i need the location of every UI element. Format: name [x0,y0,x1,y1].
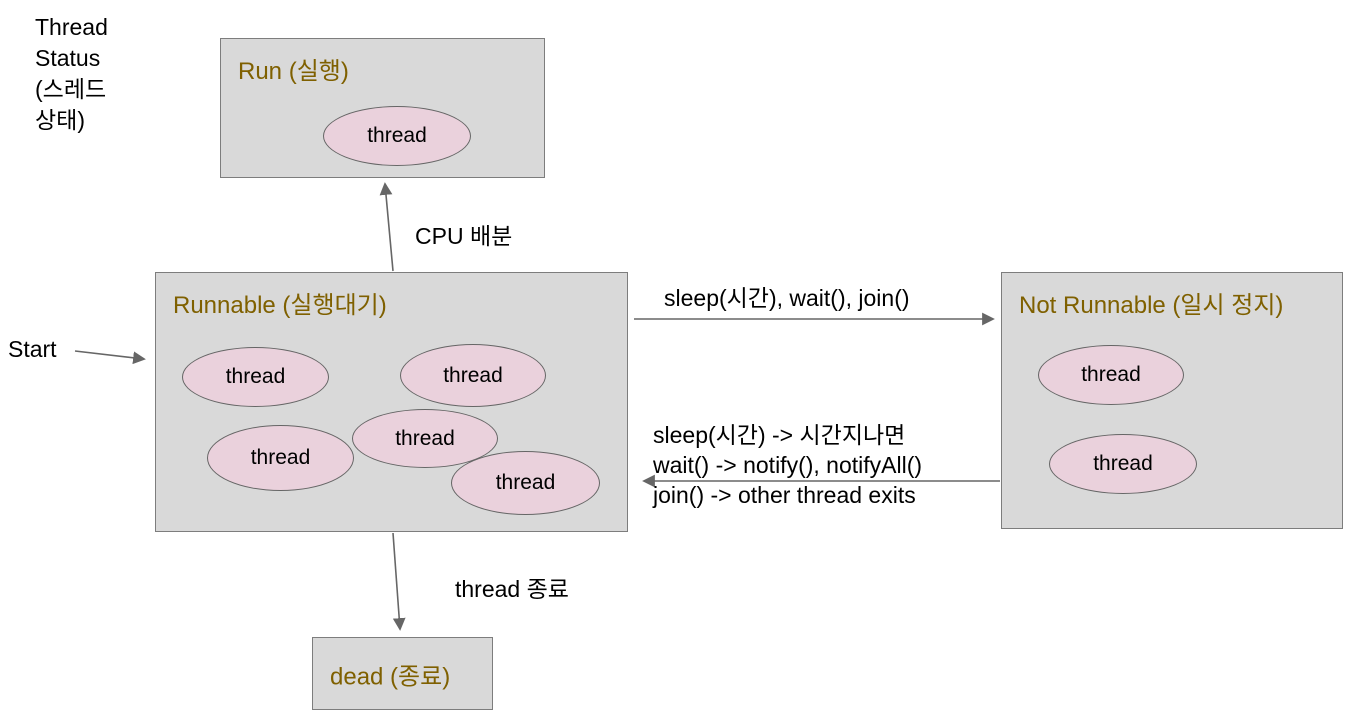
state-box-not-runnable: Not Runnable (일시 정지) thread thread [1001,272,1343,529]
label-resume-line: wait() -> notify(), notifyAll() [653,452,923,478]
state-box-runnable: Runnable (실행대기) thread thread thread thr… [155,272,628,532]
arrow-runnable-to-run [379,182,394,272]
thread-ellipse: thread [323,106,471,166]
diagram-title-line: Status [35,45,101,71]
label-resume-line: join() -> other thread exits [653,482,916,508]
thread-ellipse: thread [207,425,354,491]
state-box-not-runnable-title: Not Runnable (일시 정지) [1019,292,1284,319]
thread-ellipse: thread [400,344,546,407]
thread-ellipse-label: thread [1093,452,1153,475]
diagram-title-line: 상태) [35,107,85,133]
label-cpu-allocation: CPU 배분 [415,223,513,249]
state-box-run-title: Run (실행) [238,58,349,85]
thread-ellipse: thread [451,451,600,515]
thread-ellipse-label: thread [1081,363,1141,386]
label-resume-conditions: sleep(시간) -> 시간지나면 wait() -> notify(), n… [653,420,922,510]
thread-ellipse-label: thread [443,363,503,387]
diagram-title-line: (스레드 [35,76,107,102]
state-box-dead-title: dead (종료) [330,663,451,690]
thread-ellipse: thread [352,409,498,468]
thread-ellipse-label: thread [395,426,455,450]
thread-ellipse: thread [1049,434,1197,494]
diagram-title-line: Thread [35,14,108,40]
label-suspend-calls: sleep(시간), wait(), join() [664,285,910,311]
state-box-runnable-title: Runnable (실행대기) [173,292,387,319]
thread-ellipse-label: thread [367,124,427,147]
thread-ellipse-label: thread [250,446,311,469]
arrow-start-to-runnable [74,350,146,365]
state-box-run: Run (실행) thread [220,38,545,178]
label-resume-line: sleep(시간) -> 시간지나면 [653,422,906,448]
thread-ellipse-label: thread [495,471,556,494]
arrow-runnable-to-dead [392,532,406,631]
thread-ellipse: thread [1038,345,1184,405]
thread-ellipse: thread [182,347,329,407]
start-label: Start [8,336,57,362]
label-thread-terminate: thread 종료 [455,576,569,602]
diagram-title: Thread Status (스레드 상태) [35,12,108,136]
thread-ellipse-label: thread [225,365,286,388]
state-box-dead: dead (종료) [312,637,493,710]
